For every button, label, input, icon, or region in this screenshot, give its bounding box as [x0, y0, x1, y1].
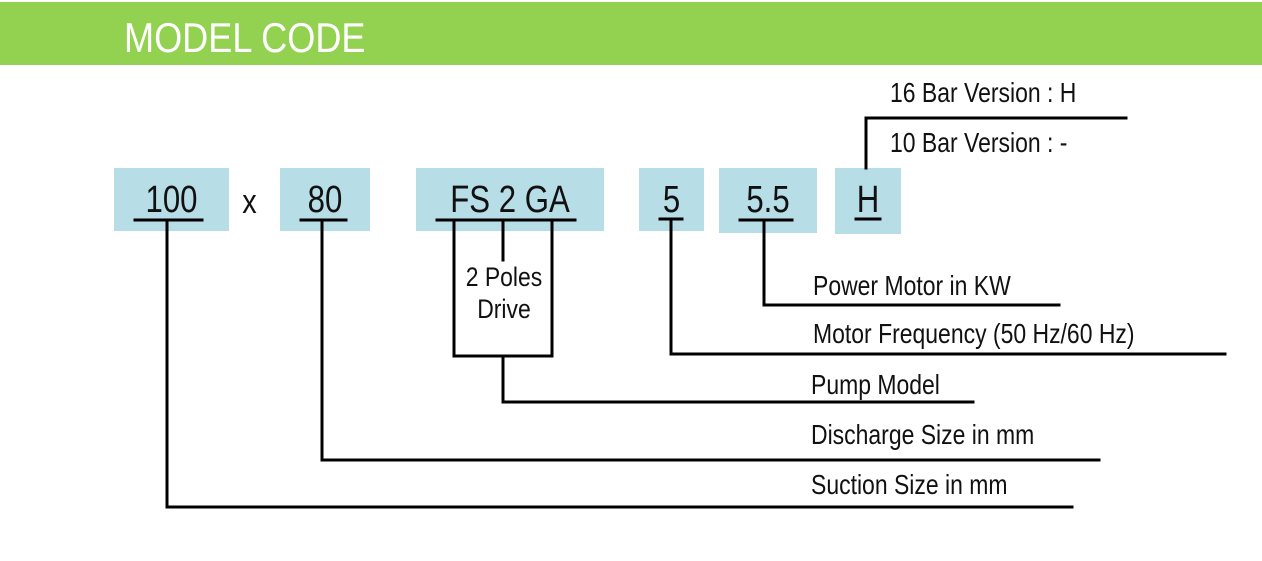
code-value-frequency: 5 [662, 179, 681, 221]
code-value-pressure: H [856, 179, 880, 221]
code-value-pump-model: FS 2 GA [450, 179, 570, 221]
description-discharge: Discharge Size in mm [811, 419, 1035, 450]
pressure-option-16bar: 16 Bar Version : H [890, 77, 1077, 108]
code-value-discharge: 80 [307, 179, 343, 221]
description-power: Power Motor in KW [813, 270, 1011, 301]
code-separator: x [242, 183, 257, 221]
code-box-pressure [835, 168, 901, 234]
code-box-power [719, 168, 817, 233]
pressure-option-10bar: 10 Bar Version : - [890, 127, 1068, 158]
code-value-suction: 100 [145, 179, 198, 221]
description-frequency: Motor Frequency (50 Hz/60 Hz) [813, 318, 1135, 349]
page-title: MODEL CODE [124, 14, 366, 61]
header-band: MODEL CODE [0, 2, 1262, 65]
code-value-power: 5.5 [746, 179, 790, 221]
description-suction: Suction Size in mm [811, 469, 1008, 500]
sub-note-line1: 2 Poles [465, 262, 543, 292]
sub-note-line2: Drive [477, 294, 531, 324]
description-pump-model: Pump Model [811, 369, 940, 400]
